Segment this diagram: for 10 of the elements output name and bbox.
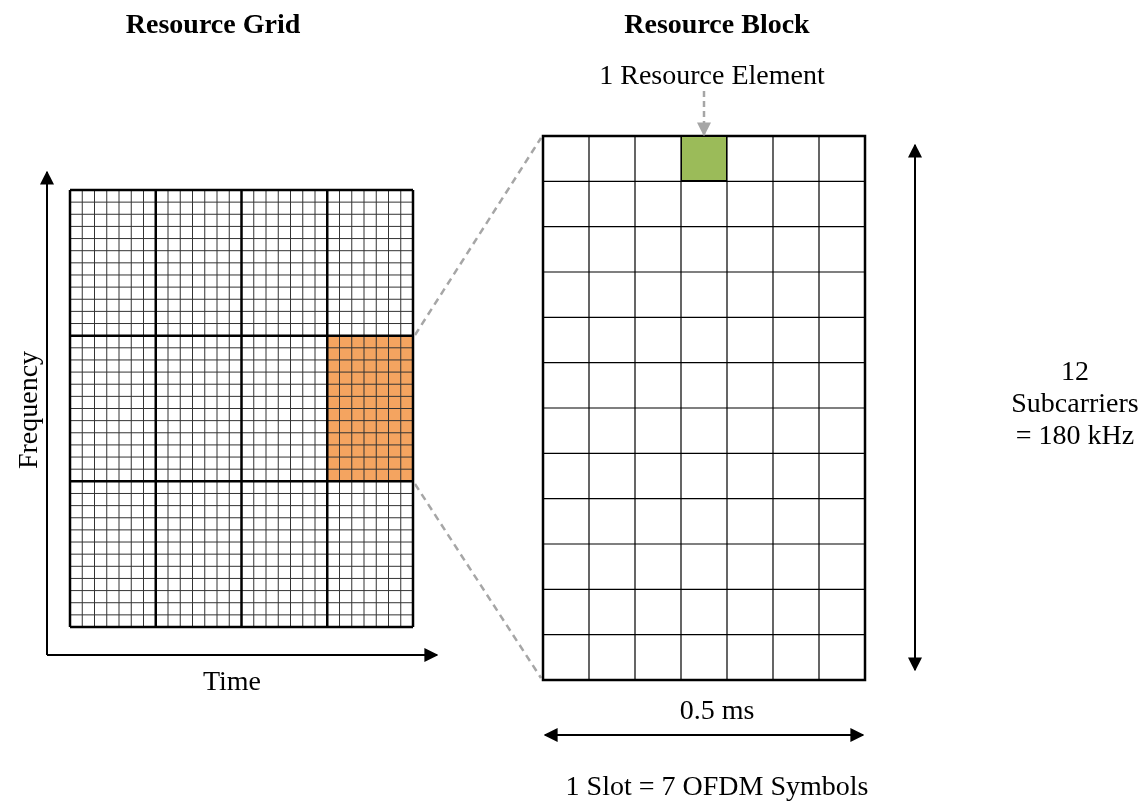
axis-label: Frequency (11, 350, 44, 470)
dimension-label: 0.5 ms (679, 693, 755, 727)
leader-line (697, 91, 711, 137)
callout-text: 1 Resource Element (599, 58, 825, 92)
dimension-label: 1 Slot = 7 OFDM Symbols (565, 769, 869, 802)
resource-element-cell (681, 136, 727, 182)
panel-title: Resource Block (624, 7, 810, 41)
panel-title: Resource Grid (125, 7, 301, 41)
dimension-label: 12 Subcarriers = 180 kHz (1010, 354, 1140, 452)
axis-label: Time (202, 664, 262, 698)
